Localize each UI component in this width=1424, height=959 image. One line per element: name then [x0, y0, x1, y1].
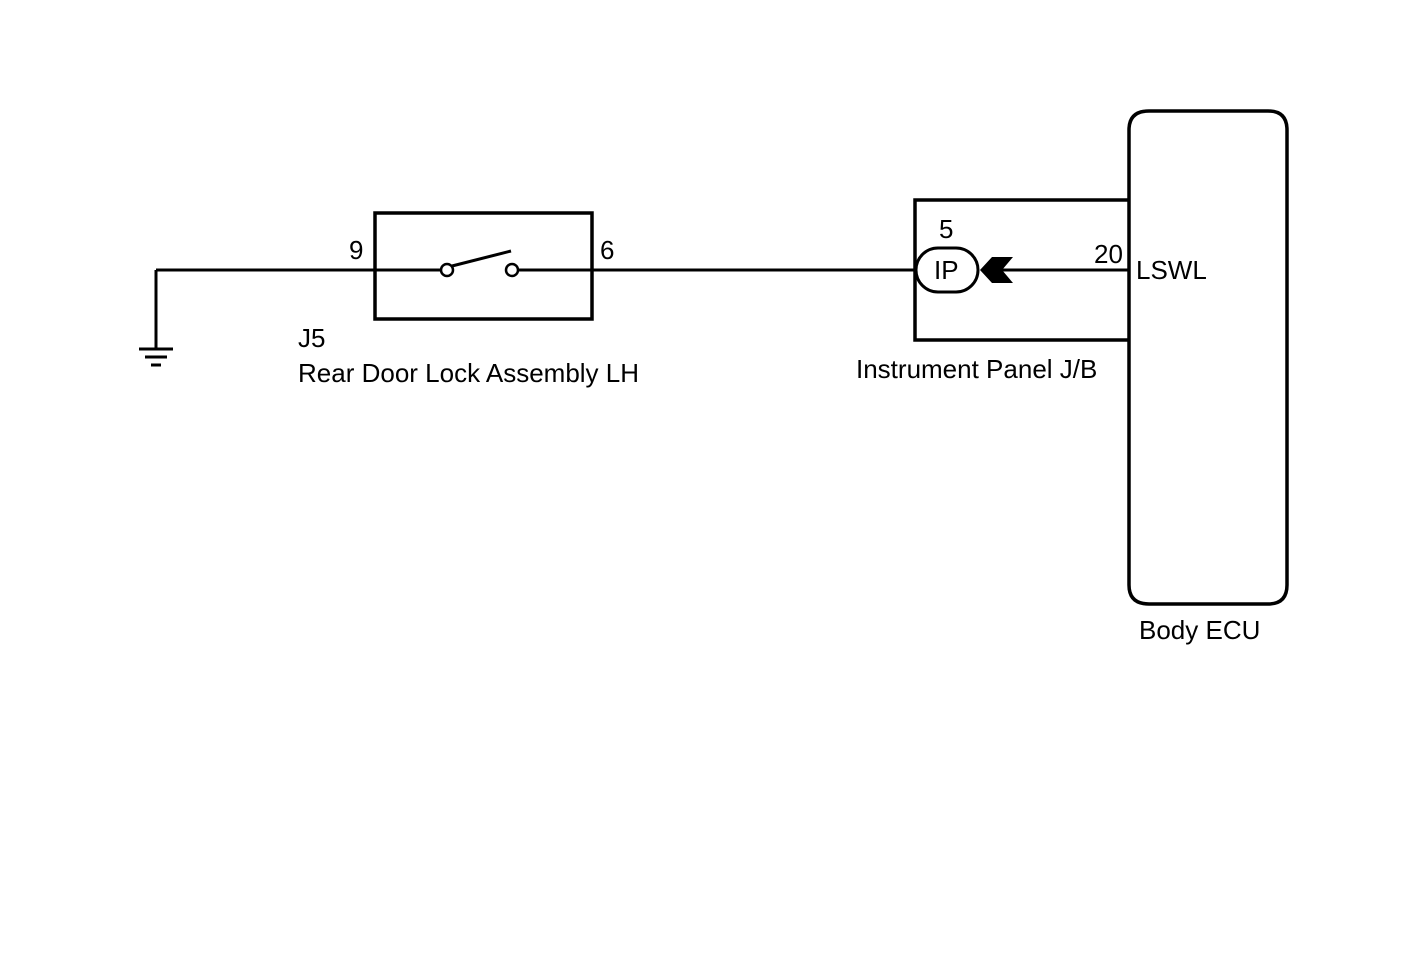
- connector-arrow-icon: [980, 257, 1013, 283]
- junction-pin-label: 5: [939, 214, 953, 244]
- door-lock-box: [373, 211, 594, 321]
- switch-icon: [439, 249, 520, 278]
- door-lock-code: J5: [298, 323, 325, 353]
- ecu-signal-label: LSWL: [1136, 255, 1207, 285]
- ground-icon: [139, 270, 173, 367]
- body-ecu-box: [1127, 109, 1289, 606]
- body-ecu-name: Body ECU: [1139, 615, 1260, 645]
- connector-ip-label: IP: [934, 255, 959, 285]
- door-lock-name: Rear Door Lock Assembly LH: [298, 358, 639, 388]
- junction-block-name: Instrument Panel J/B: [856, 354, 1097, 384]
- ecu-pin-label: 20: [1094, 239, 1123, 269]
- pin-6-label: 6: [600, 235, 614, 265]
- pin-9-label: 9: [349, 235, 363, 265]
- connector-ip-shape: [914, 246, 980, 294]
